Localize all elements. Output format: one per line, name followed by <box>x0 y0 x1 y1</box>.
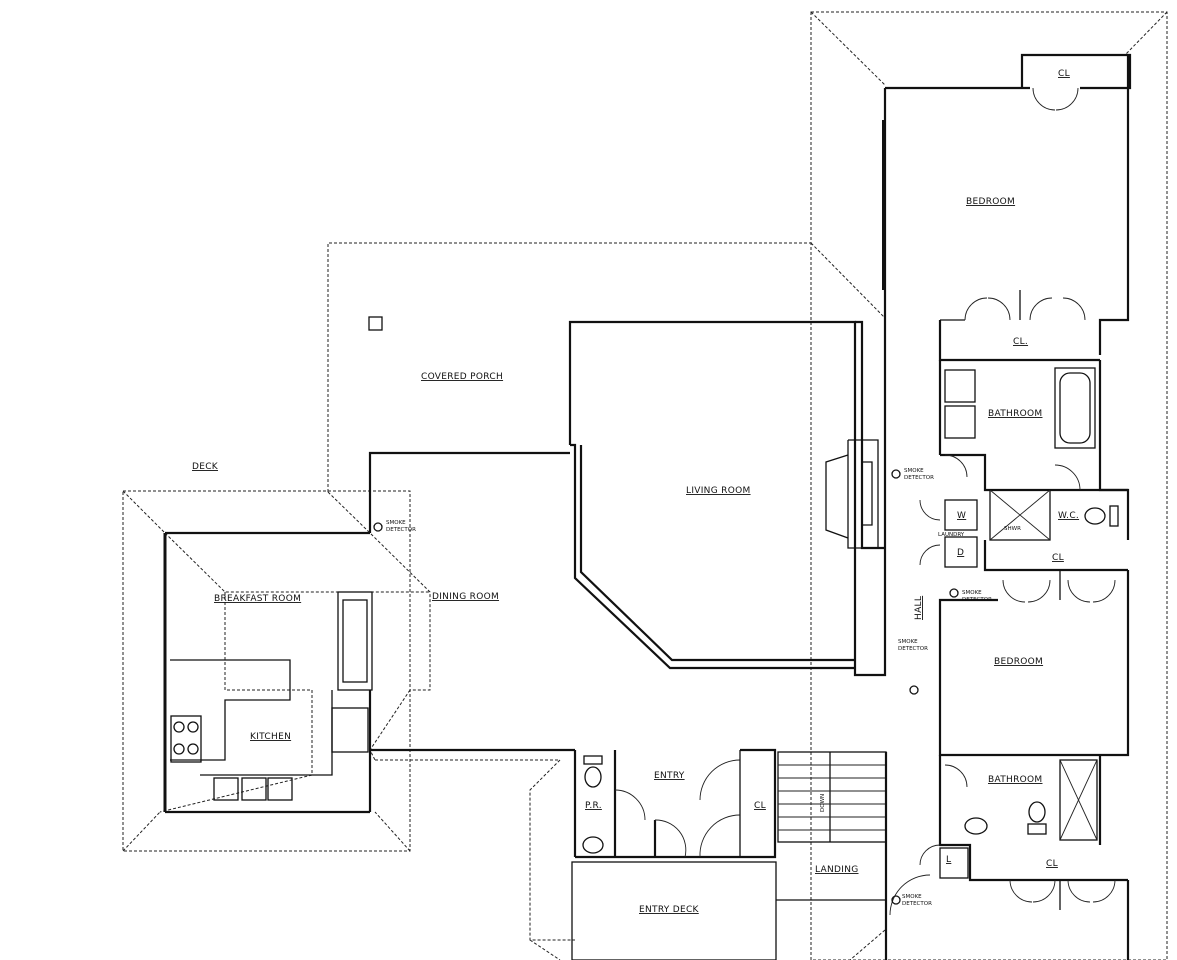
smoke-detector-label: SMOKE DETECTOR <box>898 639 928 652</box>
entry-walls <box>573 748 777 859</box>
closet-top-doors <box>1032 87 1079 111</box>
smoke-detector-label: SMOKE DETECTOR <box>902 894 932 907</box>
room-label-breakfast-room: BREAKFAST ROOM <box>214 594 301 604</box>
smoke-detector-label: SMOKE DETECTOR <box>904 468 934 481</box>
bathroom-lower-walls <box>919 755 1130 960</box>
svg-text:SMOKE: SMOKE <box>904 468 924 474</box>
stairs <box>777 751 931 960</box>
room-label-closet-top: CL <box>1058 69 1070 79</box>
room-label-linen: L <box>946 855 951 865</box>
smoke-detector-icon <box>949 588 959 598</box>
room-label-living-room: LIVING ROOM <box>686 486 751 496</box>
bedroom-top-walls <box>882 53 1132 362</box>
svg-text:SMOKE: SMOKE <box>962 590 982 596</box>
room-label-powder-room: P.R. <box>585 801 602 811</box>
kitchen-fixtures <box>170 591 373 801</box>
stair-label-down: DOWN <box>820 794 826 812</box>
svg-text:DETECTOR: DETECTOR <box>962 597 992 603</box>
room-label-bedroom-top: BEDROOM <box>966 197 1015 207</box>
room-label-wc: W.C. <box>1058 511 1079 521</box>
room-label-hall: HALL <box>914 596 924 620</box>
roof-outline-porch <box>327 242 811 492</box>
smoke-detector-icon <box>909 685 919 695</box>
closet-upper-doors <box>964 290 1086 321</box>
roof-outline-deck <box>122 490 431 852</box>
roof-outline-entry <box>369 689 886 960</box>
fixture-label-shower: SHWR <box>1004 526 1021 532</box>
room-label-closet-mid: CL <box>1052 553 1064 563</box>
room-label-entry-deck: ENTRY DECK <box>639 905 700 915</box>
room-label-closet-lower: CL <box>1046 859 1058 869</box>
appliance-label-washer: W <box>957 511 966 521</box>
smoke-detector-icon <box>891 895 901 905</box>
core-walls <box>919 453 1128 572</box>
svg-text:SMOKE: SMOKE <box>902 894 922 900</box>
smoke-detector-icon <box>891 469 901 479</box>
svg-text:DETECTOR: DETECTOR <box>902 901 932 907</box>
room-label-deck: DECK <box>192 462 219 472</box>
room-label-closet-upper: CL. <box>1013 337 1028 347</box>
room-label-dining-room: DINING ROOM <box>432 592 499 602</box>
room-label-kitchen: KITCHEN <box>250 732 291 742</box>
room-label-laundry: LAUNDRY <box>938 532 965 538</box>
skylight-marker <box>368 316 383 331</box>
entry-deck-outline <box>571 861 886 960</box>
room-label-bathroom-lower: BATHROOM <box>988 775 1042 785</box>
svg-text:DETECTOR: DETECTOR <box>898 646 928 652</box>
svg-text:SMOKE: SMOKE <box>386 520 406 526</box>
room-label-closet-entry: CL <box>754 801 766 811</box>
smoke-detector-label: SMOKE DETECTOR <box>386 520 416 533</box>
roof-outline-right <box>810 11 1168 960</box>
dining-breakfast-walls <box>163 451 575 814</box>
room-label-bedroom-mid: BEDROOM <box>994 657 1043 667</box>
bathroom-upper-walls <box>938 360 1130 540</box>
room-label-landing: LANDING <box>815 865 859 875</box>
svg-text:SMOKE: SMOKE <box>898 639 918 645</box>
living-room-walls <box>568 320 887 677</box>
smoke-detector-label: SMOKE DETECTOR <box>962 590 992 603</box>
room-label-bathroom-upper: BATHROOM <box>988 409 1042 419</box>
room-label-covered-porch: COVERED PORCH <box>421 372 503 382</box>
svg-text:DETECTOR: DETECTOR <box>904 475 934 481</box>
room-label-entry: ENTRY <box>654 771 685 781</box>
smoke-detector-icon <box>373 522 383 532</box>
appliance-label-dryer: D <box>957 548 964 558</box>
svg-text:DETECTOR: DETECTOR <box>386 527 416 533</box>
